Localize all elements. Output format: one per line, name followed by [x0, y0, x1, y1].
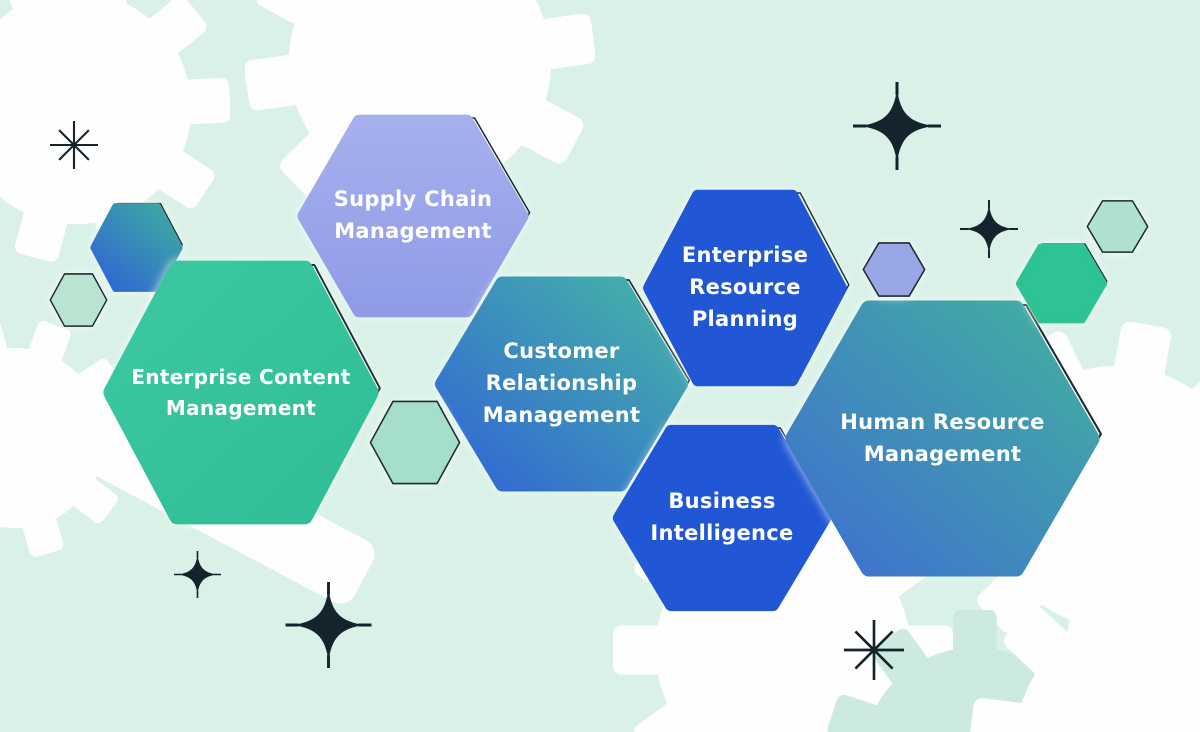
- gear-icon: [970, 565, 1200, 732]
- decor-hexagon-mint-center: [369, 400, 461, 485]
- sparkle-icon: [853, 82, 941, 170]
- decor-hexagon-green: [1018, 243, 1108, 322]
- hexagon-shape: [793, 305, 1103, 572]
- hex-node-human-resource-management: Human Resource Management: [793, 305, 1103, 572]
- decor-hexagon-periwinkle: [862, 242, 926, 297]
- decor-hexagon-mint-left: [49, 273, 108, 327]
- hexagon-shape: [110, 265, 381, 520]
- asterisk-icon: [844, 620, 904, 680]
- sparkle-icon: [173, 551, 222, 598]
- decor-hexagon-mint-top-right: [1086, 200, 1149, 253]
- sparkle-icon: [285, 582, 372, 668]
- sparkle-icon: [960, 200, 1018, 258]
- asterisk-icon: [50, 121, 98, 169]
- hex-node-enterprise-content-management: Enterprise Content Management: [110, 265, 381, 520]
